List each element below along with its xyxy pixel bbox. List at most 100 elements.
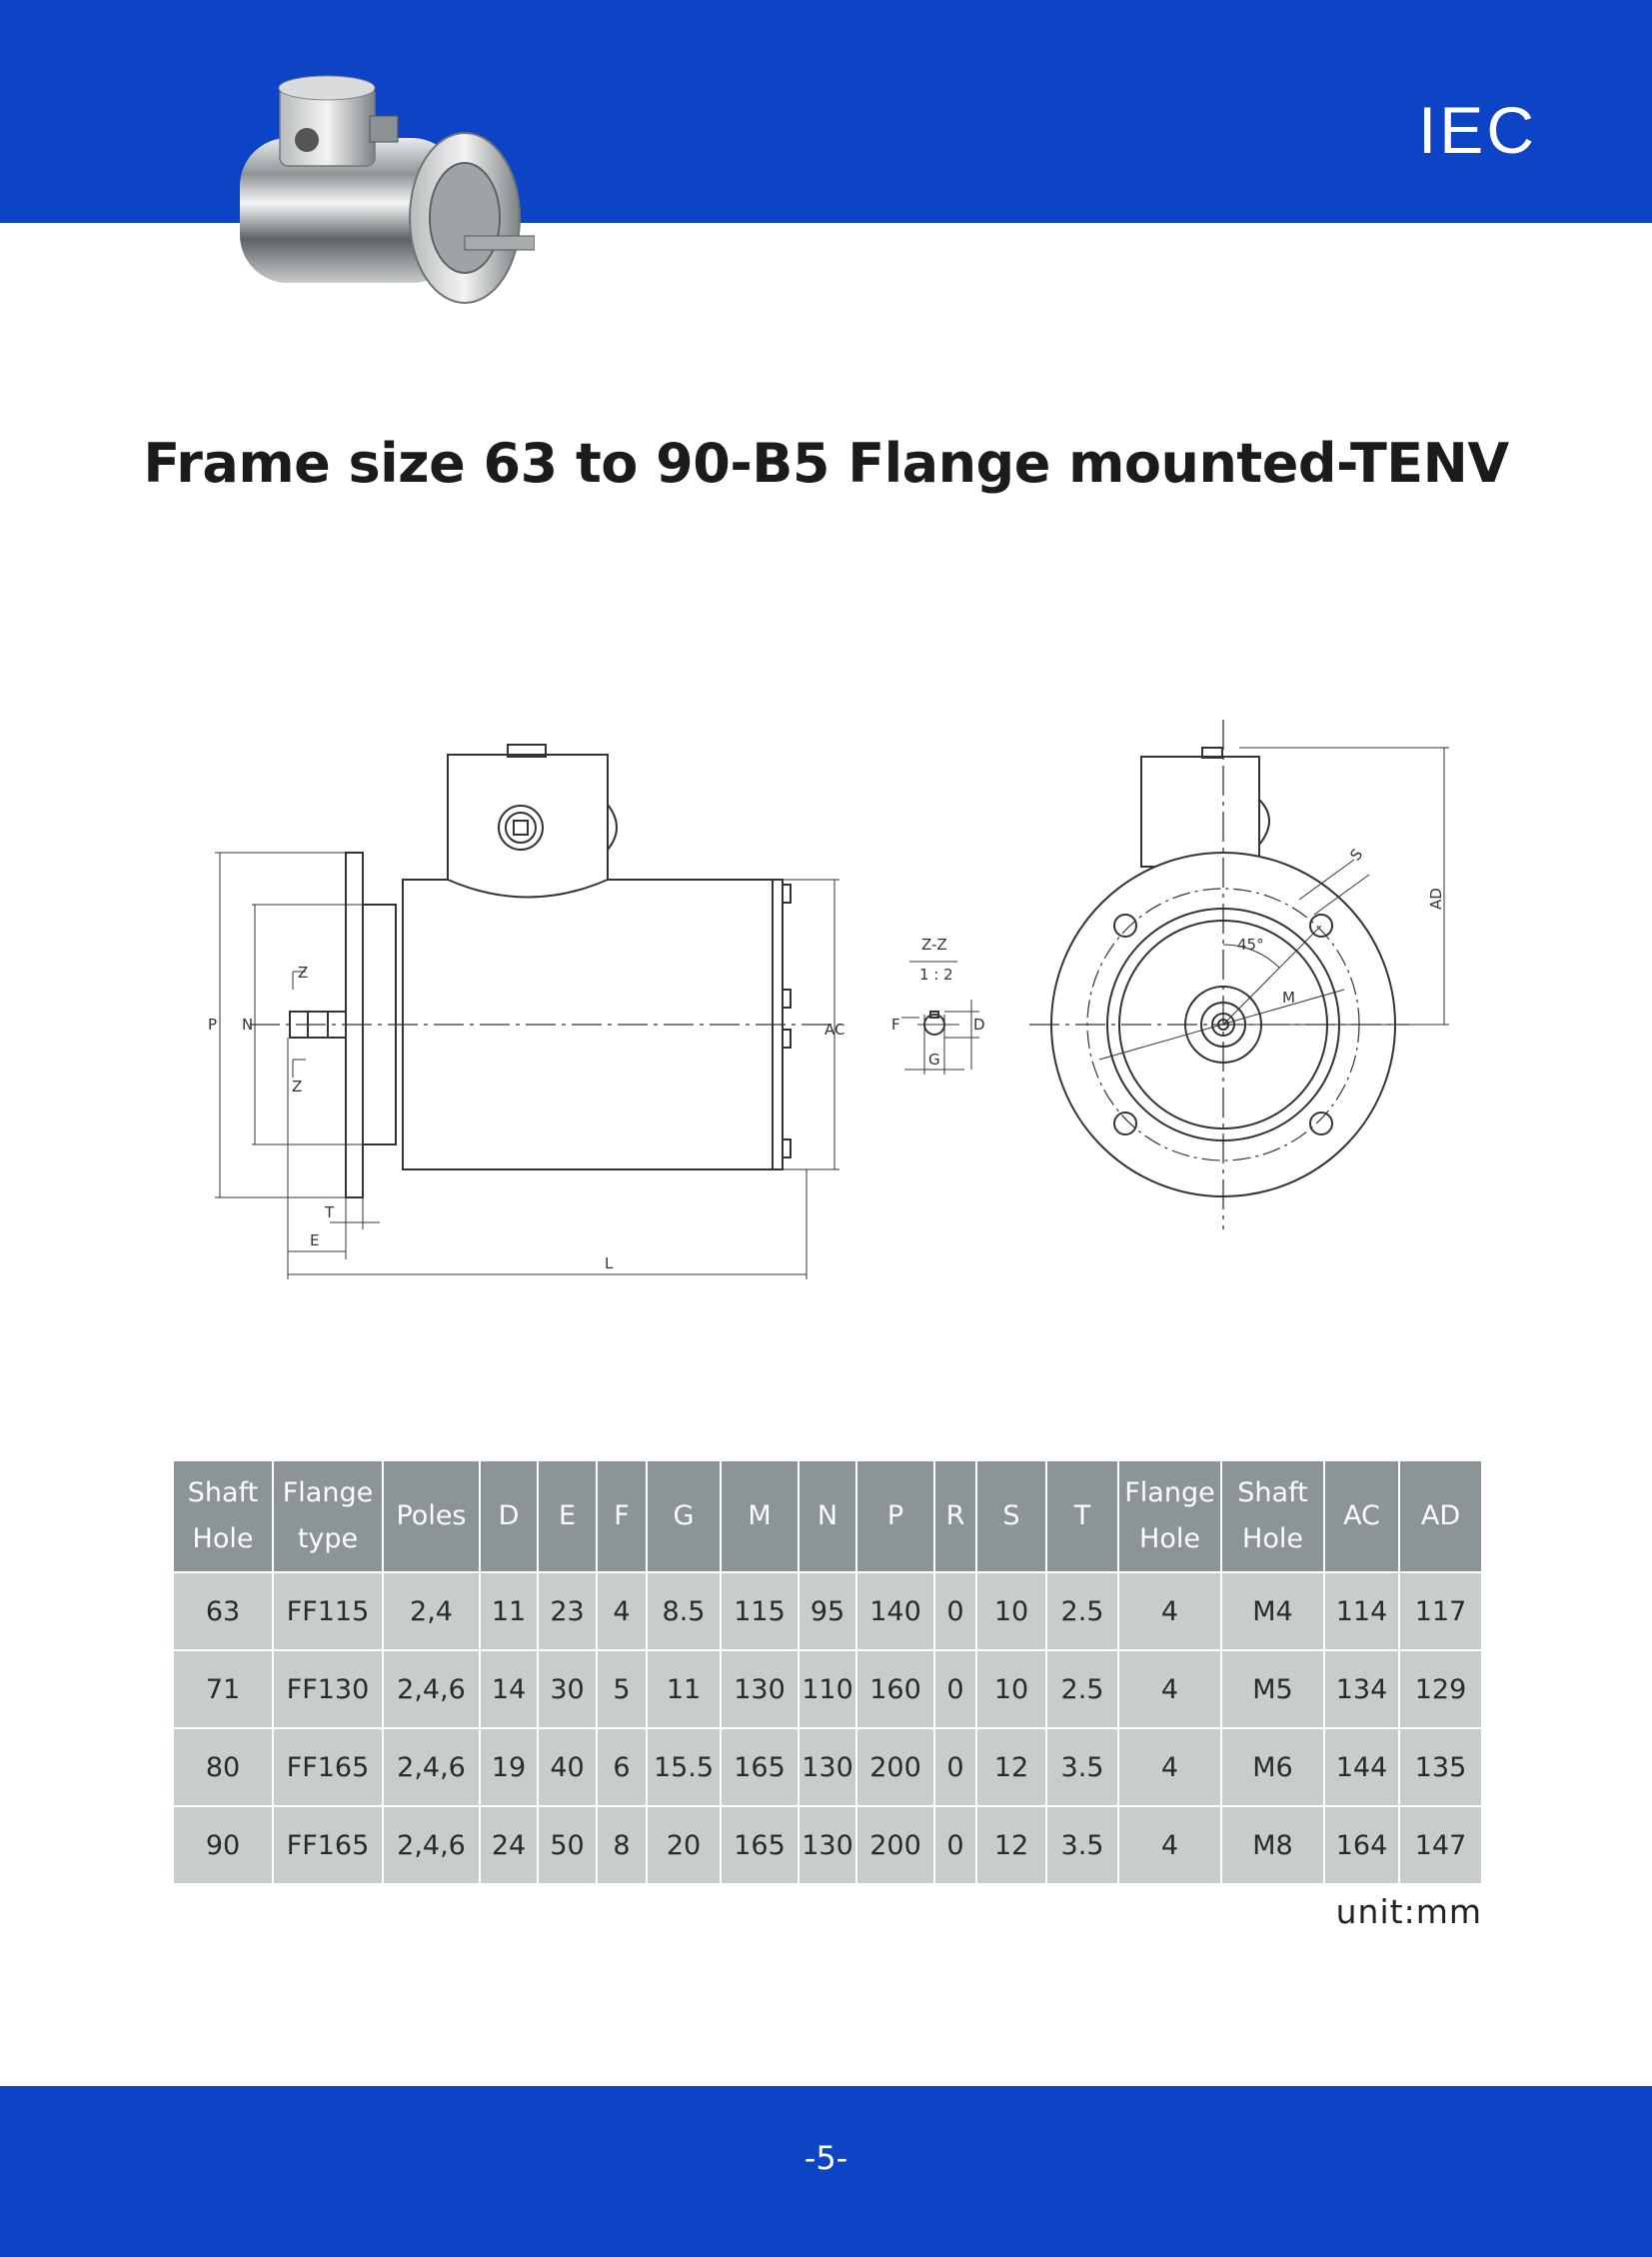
dim-label-g: G [928,1051,940,1069]
table-header-cell: D [479,1459,539,1573]
table-cell: 135 [1398,1727,1483,1807]
table-cell: 71 [172,1649,274,1729]
table-cell: 0 [933,1805,977,1885]
table-header-text: T [1073,1500,1091,1531]
table-header-cell: N [798,1459,857,1573]
table-header-text: E [558,1500,577,1531]
table-cell: 19 [479,1727,539,1807]
side-view [215,744,844,1279]
table-header-cell: G [646,1459,722,1573]
table-header-text: F [614,1500,630,1531]
table-cell: 144 [1323,1727,1400,1807]
dim-label-d: D [973,1016,985,1034]
table-cell: 4 [1117,1727,1222,1807]
table-cell: 2.5 [1045,1649,1119,1729]
table-cell: 90 [172,1805,274,1885]
table-header-text: Flange [282,1477,374,1508]
table-cell: M4 [1220,1571,1325,1651]
dim-label-n: N [242,1016,253,1034]
dim-label-p: P [208,1016,217,1034]
table-cell: 114 [1323,1571,1400,1651]
table-cell: 80 [172,1727,274,1807]
table-header-text: D [498,1500,520,1531]
table-cell: 130 [798,1727,857,1807]
table-header-cell: Flange type [272,1459,384,1573]
table-header-text: P [886,1500,904,1531]
section-scale: 1 : 2 [919,966,953,984]
table-header-text: Hole [1139,1523,1200,1554]
table-cell: M6 [1220,1727,1325,1807]
dim-label-s: S [1346,846,1366,865]
end-view [1029,720,1449,1229]
table-cell: M8 [1220,1805,1325,1885]
table-header-text: Shaft [1237,1477,1308,1508]
table-cell: 3.5 [1045,1805,1119,1885]
table-cell: 200 [855,1727,935,1807]
unit-label: unit:mm [1335,1892,1482,1931]
dim-label-z-bottom: Z [292,1078,302,1096]
table-cell: 23 [537,1571,598,1651]
table-header-cell: AC [1323,1459,1400,1573]
dim-label-ad: AD [1427,888,1445,910]
table-cell: 0 [933,1727,977,1807]
dim-label-ac: AC [825,1021,844,1039]
table-header-text: N [817,1500,838,1531]
section-title: Z-Z [921,936,947,954]
table-cell: 115 [720,1571,800,1651]
table-cell: 134 [1323,1649,1400,1729]
table-cell: 95 [798,1571,857,1651]
dim-label-t: T [324,1203,335,1221]
table-cell: FF130 [272,1649,384,1729]
table-cell: 8 [596,1805,648,1885]
table-cell: 12 [975,1727,1047,1807]
table-cell: 40 [537,1727,598,1807]
table-cell: 129 [1398,1649,1483,1729]
dim-label-z-top: Z [298,964,308,982]
table-header-text: M [748,1500,772,1531]
table-cell: 2.5 [1045,1571,1119,1651]
table-header-cell: AD [1398,1459,1483,1573]
table-header-text: type [297,1523,359,1554]
table-cell: 4 [1117,1805,1222,1885]
table-header-cell: R [933,1459,977,1573]
table-cell: 0 [933,1571,977,1651]
table-header-cell: S [975,1459,1047,1573]
table-header-cell: F [596,1459,648,1573]
dim-label-m: M [1282,989,1295,1007]
page-title: Frame size 63 to 90-B5 Flange mounted-TE… [143,432,1509,495]
table-header-text: Hole [192,1523,254,1554]
table-cell: 10 [975,1571,1047,1651]
table-cell: 2,4,6 [382,1805,481,1885]
table-cell: 14 [479,1649,539,1729]
footer-band [0,2086,1652,2257]
table-cell: 50 [537,1805,598,1885]
table-cell: 10 [975,1649,1047,1729]
table-cell: 130 [798,1805,857,1885]
table-header-text: Poles [396,1500,467,1531]
table-header-text: AD [1420,1500,1461,1531]
motor-photo-icon [240,75,535,304]
table-header-text: R [945,1500,965,1531]
brand-label: IEC [1417,93,1537,167]
table-header-text: AC [1343,1500,1380,1531]
dim-label-f: F [891,1016,900,1034]
table-cell: 3.5 [1045,1727,1119,1807]
table-header-cell: E [537,1459,598,1573]
table-cell: 8.5 [646,1571,722,1651]
table-cell: 2,4,6 [382,1727,481,1807]
table-cell: 6 [596,1727,648,1807]
table-cell: 15.5 [646,1727,722,1807]
page-number: -5- [804,2139,848,2177]
table-cell: 11 [479,1571,539,1651]
table-header-text: Flange [1124,1477,1215,1508]
table-header-cell: T [1045,1459,1119,1573]
table-cell: M5 [1220,1649,1325,1729]
table-cell: 147 [1398,1805,1483,1885]
table-cell: 164 [1323,1805,1400,1885]
table-cell: 130 [720,1649,800,1729]
